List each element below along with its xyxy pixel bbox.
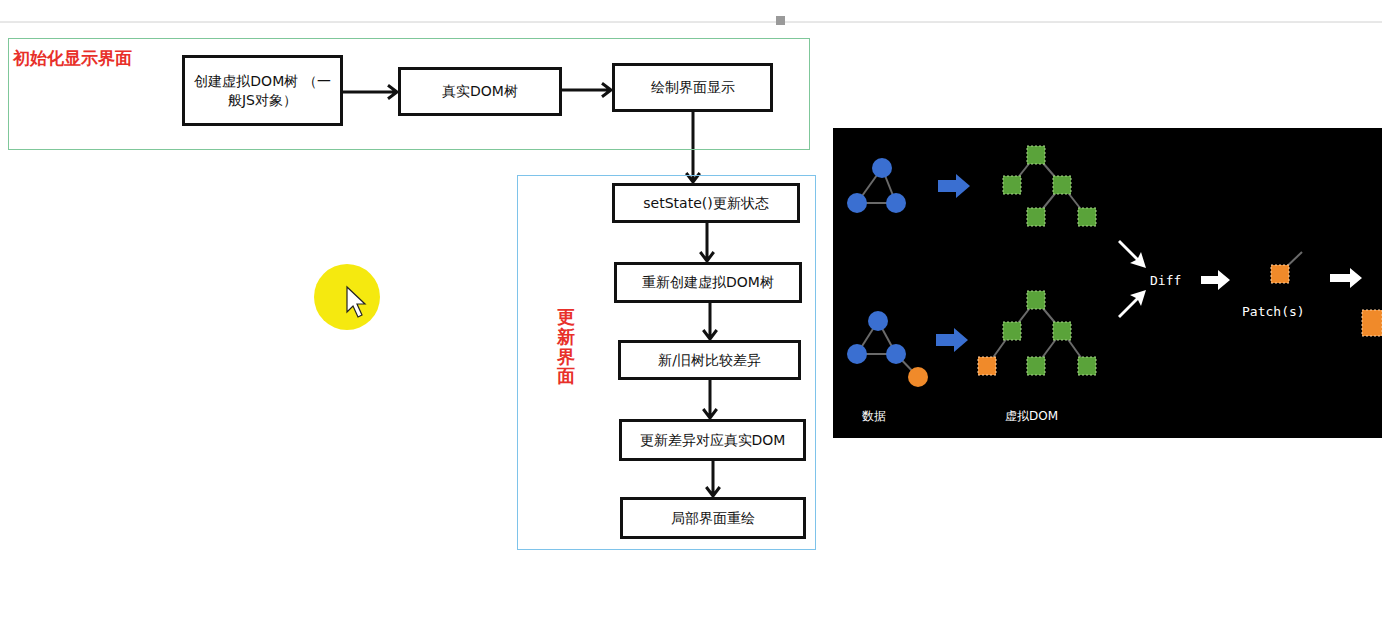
illustration-label: Patch(s) [1242,304,1305,319]
process-box: 重新创建虚拟DOM树 [614,262,802,303]
process-box: 真实DOM树 [398,67,562,116]
top-rule [0,22,1382,23]
box-text: 局部界面重绘 [671,509,755,528]
process-box: 绘制界面显示 [612,63,773,112]
box-text: 真实DOM树 [442,82,518,101]
flow-arrow [706,461,720,496]
flow-arrow [703,380,717,418]
box-text: 重新创建虚拟DOM树 [642,273,774,292]
group-band: 初始化显示界面创建虚拟DOM树 （一般JS对象） 真实DOM树 绘制界面显示 [8,38,810,150]
process-box: 更新差异对应真实DOM [619,419,806,461]
illustration-label: 数据 [862,408,886,425]
box-text: setState()更新状态 [643,194,768,213]
illustration-label: Diff [1150,273,1181,288]
group-heading: 更新界面 [557,307,575,386]
process-box: setState()更新状态 [612,183,800,223]
box-text: 新/旧树比较差异 [658,351,761,370]
handle [776,16,785,25]
process-box: 创建虚拟DOM树 （一般JS对象） [182,55,343,126]
group-heading: 初始化显示界面 [13,47,132,70]
flow-arrow [703,303,717,339]
box-text: 创建虚拟DOM树 （一般JS对象） [191,72,334,110]
cursor-highlight [314,264,380,330]
group-band: 更新界面 setState()更新状态重新创建虚拟DOM树新/旧树比较差异更新差异… [517,175,816,550]
process-box: 局部界面重绘 [620,497,806,539]
illustration-label: 虚拟DOM [1005,408,1058,425]
flow-arrow [562,83,611,97]
virtual-dom-illustration [833,128,1382,438]
flow-arrow [686,112,700,182]
process-box: 新/旧树比较差异 [618,340,801,380]
flow-arrow [343,85,397,99]
flow-arrow [700,223,714,261]
cursor [347,287,365,317]
box-text: 更新差异对应真实DOM [640,431,786,450]
box-text: 绘制界面显示 [651,78,735,97]
